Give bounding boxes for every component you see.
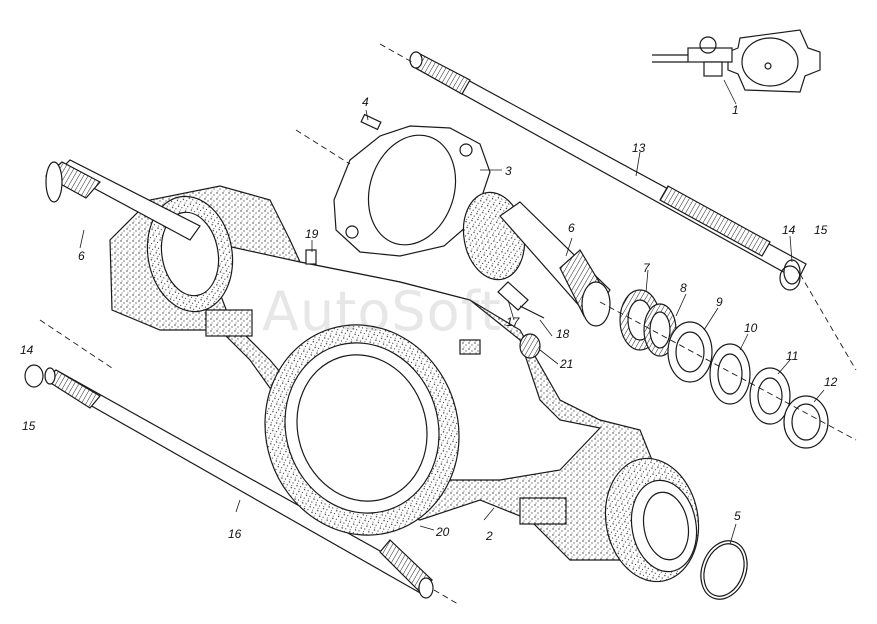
callout-13: 13	[632, 141, 646, 155]
axle-housing	[109, 185, 700, 583]
callout-2: 2	[486, 529, 493, 543]
seal-ring	[700, 540, 748, 600]
callout-1: 1	[732, 103, 739, 117]
snap-ring-right	[779, 265, 801, 291]
left-axle-tube	[44, 159, 201, 241]
callout-14-left: 14	[20, 343, 34, 357]
callout-19: 19	[305, 227, 319, 241]
callout-21: 21	[560, 357, 574, 371]
breather-fitting	[305, 249, 317, 265]
inset-assembly-view	[652, 29, 821, 93]
callout-16: 16	[228, 527, 242, 541]
bearing-stack	[619, 289, 829, 449]
callout-9: 9	[716, 295, 723, 309]
callout-18: 18	[556, 327, 570, 341]
callout-15-right: 15	[814, 223, 828, 237]
callout-3: 3	[505, 164, 512, 178]
right-axle-tube	[462, 191, 611, 327]
callout-14-right: 14	[782, 223, 796, 237]
axle-shaft-left	[44, 367, 434, 599]
watermark: AutoSoft	[262, 280, 502, 343]
snap-ring-left	[24, 364, 44, 388]
callout-4: 4	[362, 95, 369, 109]
leader-lines	[79, 79, 825, 545]
callout-20: 20	[436, 525, 450, 539]
callout-5: 5	[734, 509, 741, 523]
drain-plug	[519, 333, 541, 359]
callout-11: 11	[786, 349, 799, 363]
screw	[497, 281, 545, 319]
callout-15-left: 15	[22, 419, 36, 433]
bolt	[360, 113, 382, 131]
callout-8: 8	[680, 281, 687, 295]
callout-6-left: 6	[78, 249, 85, 263]
callout-6-right: 6	[568, 221, 575, 235]
callout-17: 17	[506, 315, 520, 329]
callout-10: 10	[744, 321, 758, 335]
callout-7: 7	[643, 261, 650, 275]
alignment-lines	[39, 43, 857, 605]
callout-12: 12	[824, 375, 838, 389]
